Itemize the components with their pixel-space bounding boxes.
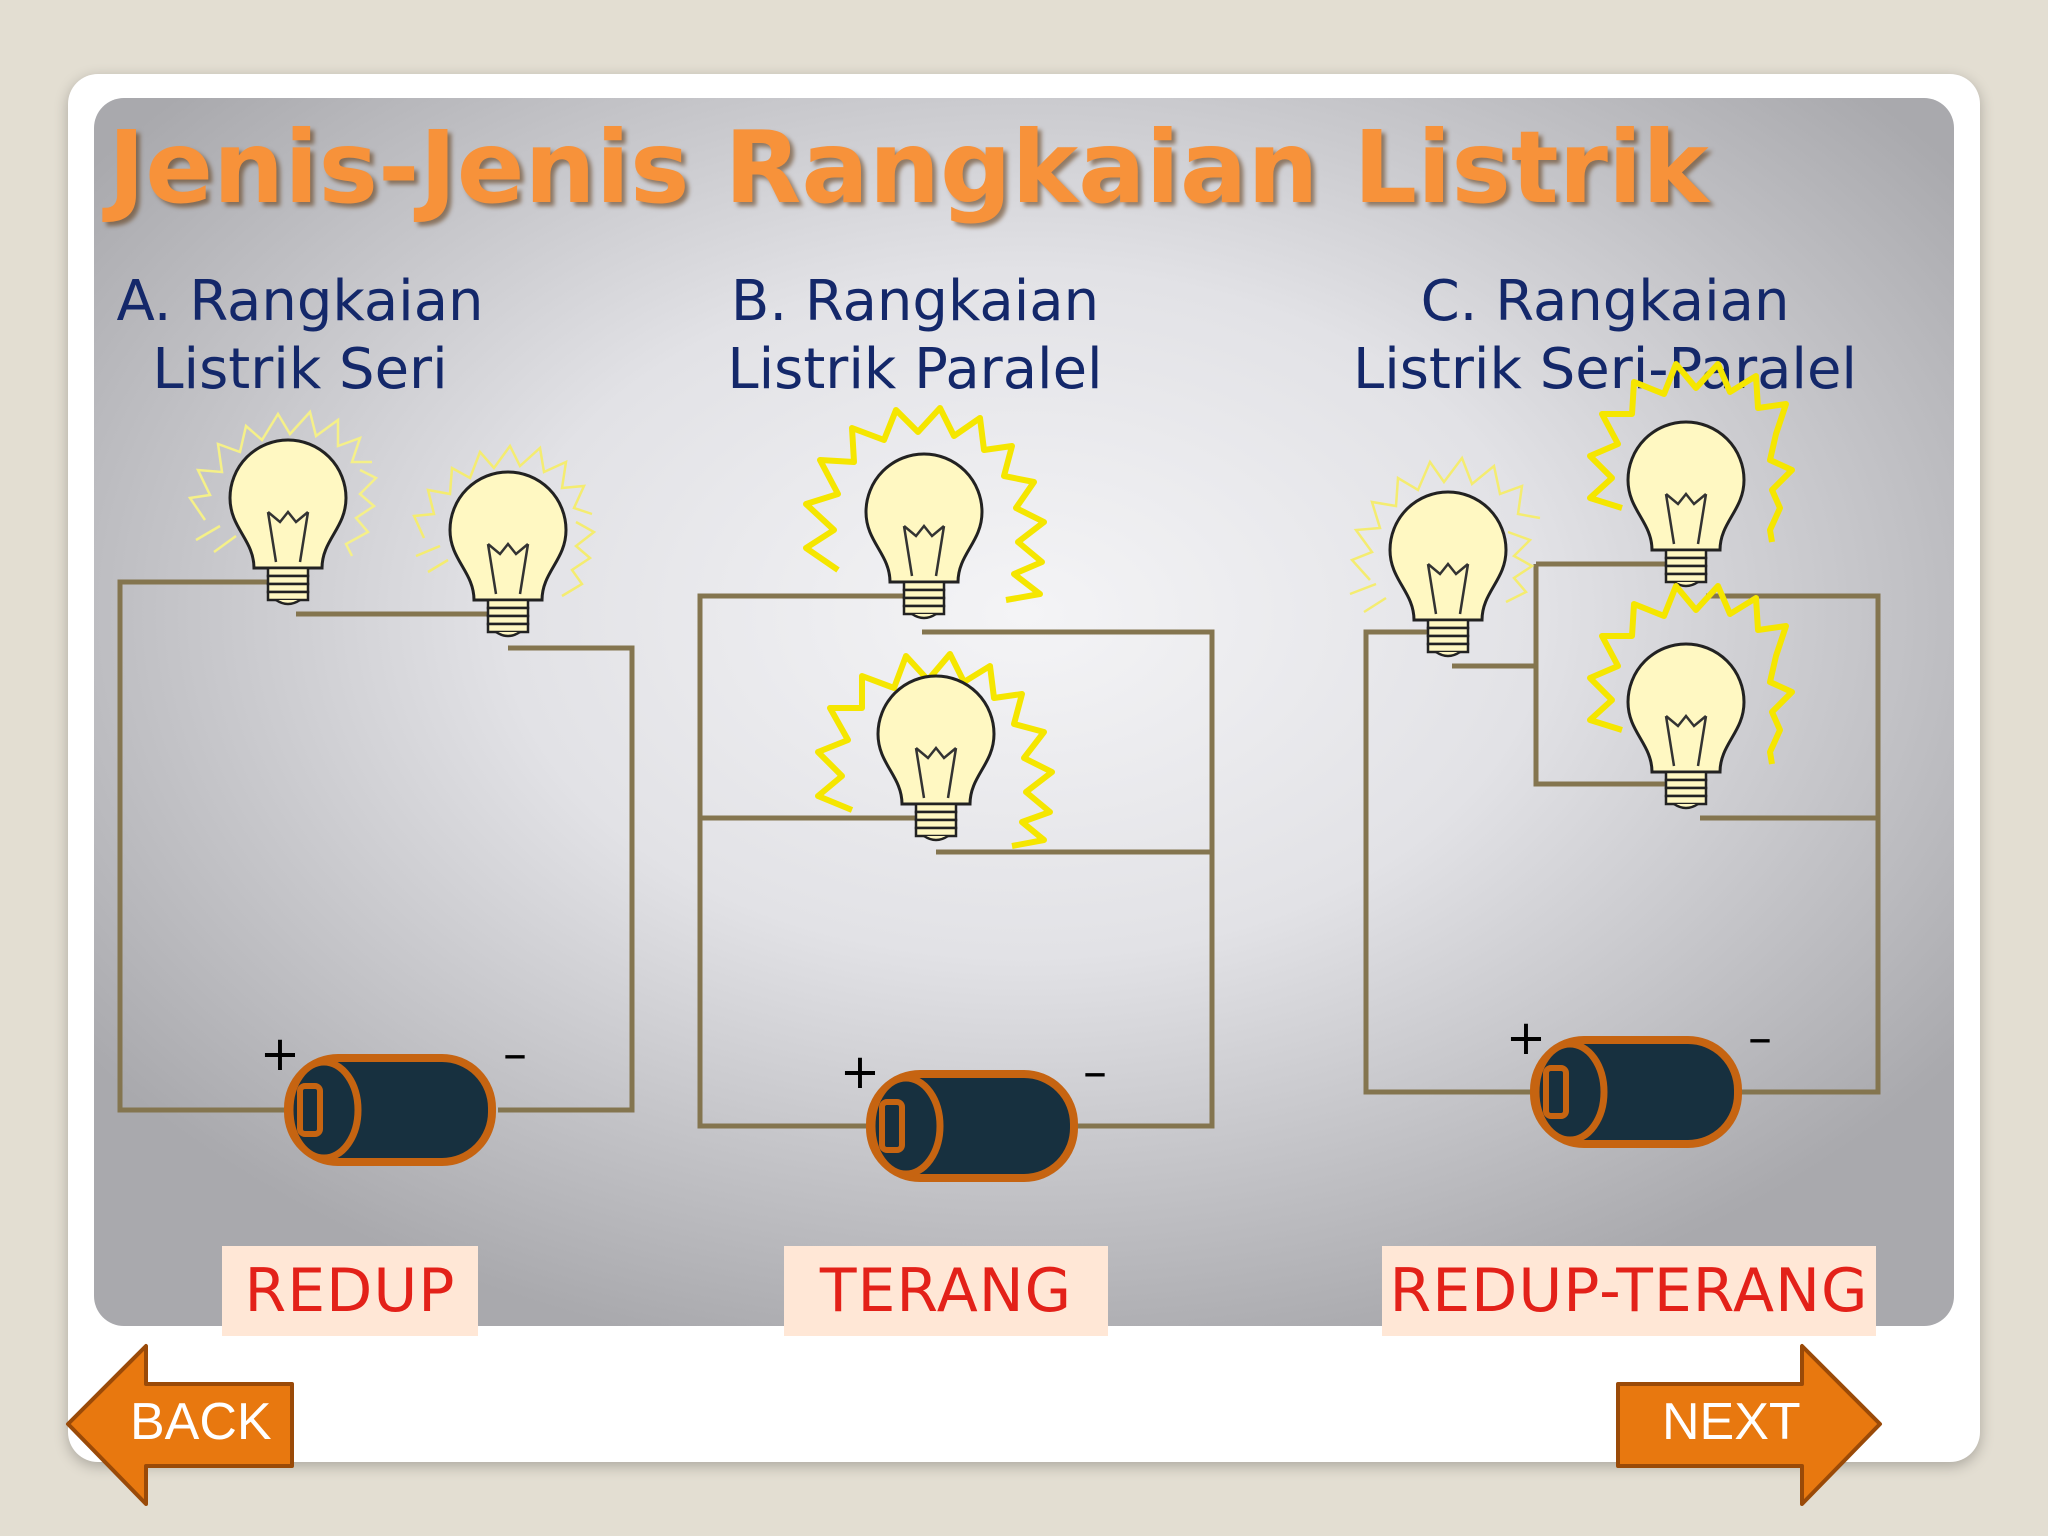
heading-series-parallel: C. Rangkaian Listrik Seri-Paralel [1330,268,1880,404]
result-series-parallel: REDUP-TERANG [1382,1246,1876,1336]
series-bulb-2 [448,470,568,638]
series-battery [288,1058,492,1162]
series-parallel-wires [1363,561,1881,1095]
heading-series-line2: Listrik Seri [152,337,448,402]
series-bulb-glow-2 [412,443,597,598]
series-parallel-bulb-glow-1 [1349,455,1541,614]
series-parallel-battery [1534,1040,1738,1144]
heading-series-line1: A. Rangkaian [116,269,484,334]
series-parallel-battery-plus: + [1506,1010,1546,1066]
heading-parallel-line1: B. Rangkaian [730,269,1100,334]
result-parallel: TERANG [784,1246,1108,1336]
parallel-bulb-glow-1 [803,405,1047,603]
heading-parallel: B. Rangkaian Listrik Paralel [710,268,1120,404]
back-button[interactable]: BACK [68,1346,292,1504]
page-title: Jenis-Jenis Rangkaian Listrik [108,109,1709,226]
series-parallel-bulb-glow-2 [1587,361,1795,543]
next-button[interactable]: NEXT [1618,1346,1880,1504]
next-button-label: NEXT [1662,1393,1801,1451]
heading-series-parallel-line2: Listrik Seri-Paralel [1353,337,1857,402]
series-bulb-1 [228,438,348,606]
series-parallel-circuit: + – [1349,361,1881,1144]
parallel-wires [697,593,1215,1129]
result-series: REDUP [222,1246,478,1336]
parallel-bulb-1 [864,452,984,620]
parallel-battery-minus: – [1083,1044,1107,1100]
parallel-bulb-2 [876,674,996,842]
parallel-circuit: + – [697,405,1215,1178]
heading-series-parallel-line1: C. Rangkaian [1420,269,1790,334]
parallel-battery [870,1074,1074,1178]
back-button-label: BACK [130,1393,272,1451]
heading-series: A. Rangkaian Listrik Seri [100,268,500,404]
series-parallel-battery-minus: – [1748,1010,1772,1066]
series-parallel-bulb-glow-3 [1587,583,1795,765]
series-battery-plus: + [260,1026,300,1082]
series-parallel-bulb-2 [1626,420,1746,588]
next-arrow-icon[interactable] [1616,1344,1882,1506]
series-wires [117,579,635,1113]
heading-parallel-line2: Listrik Paralel [727,337,1103,402]
series-bulb-glow-1 [187,409,379,557]
parallel-battery-plus: + [840,1044,880,1100]
back-arrow-icon[interactable] [66,1344,294,1506]
series-circuit: + – [117,409,635,1162]
series-battery-minus: – [503,1026,527,1082]
